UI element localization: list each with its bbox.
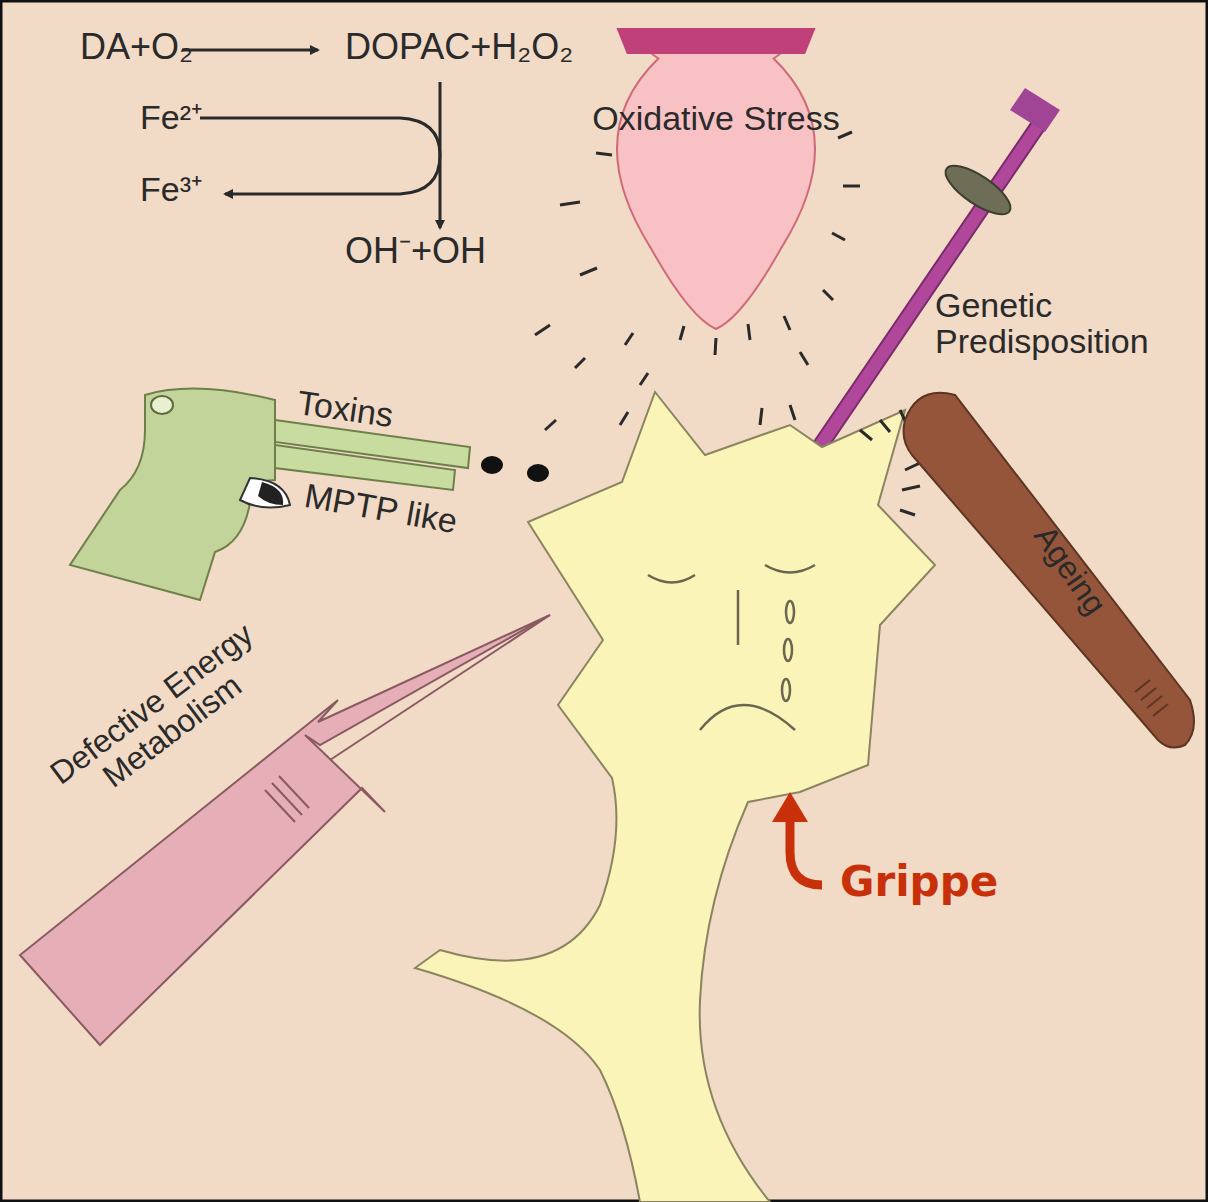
diagram-label: OH⁻+OH (345, 232, 486, 270)
flask-body (617, 32, 815, 329)
flask-outline (585, 28, 847, 333)
flask-shape: Oxidative Stress (585, 28, 847, 333)
neuron (415, 392, 935, 1202)
diagram-label: Genetic Predisposition (935, 288, 1195, 359)
reaction-arrow (182, 49, 318, 52)
diagram-label: Fe²⁺ (140, 100, 202, 136)
grippe-arrow (790, 820, 822, 885)
diagram-label: DA+O₂ (80, 28, 193, 66)
flask-cap (616, 28, 815, 54)
dart (20, 615, 550, 1045)
diagram-label: Grippe (840, 860, 998, 904)
diagram-label: Fe³⁺ (140, 172, 202, 208)
grippe-arrowhead (772, 792, 808, 822)
node-label: Oxidative Stress (585, 28, 847, 138)
iron-cycle-arrow (200, 118, 440, 194)
baseball-bat (904, 393, 1194, 748)
diagram-label: DOPAC+H₂O₂ (345, 28, 573, 66)
